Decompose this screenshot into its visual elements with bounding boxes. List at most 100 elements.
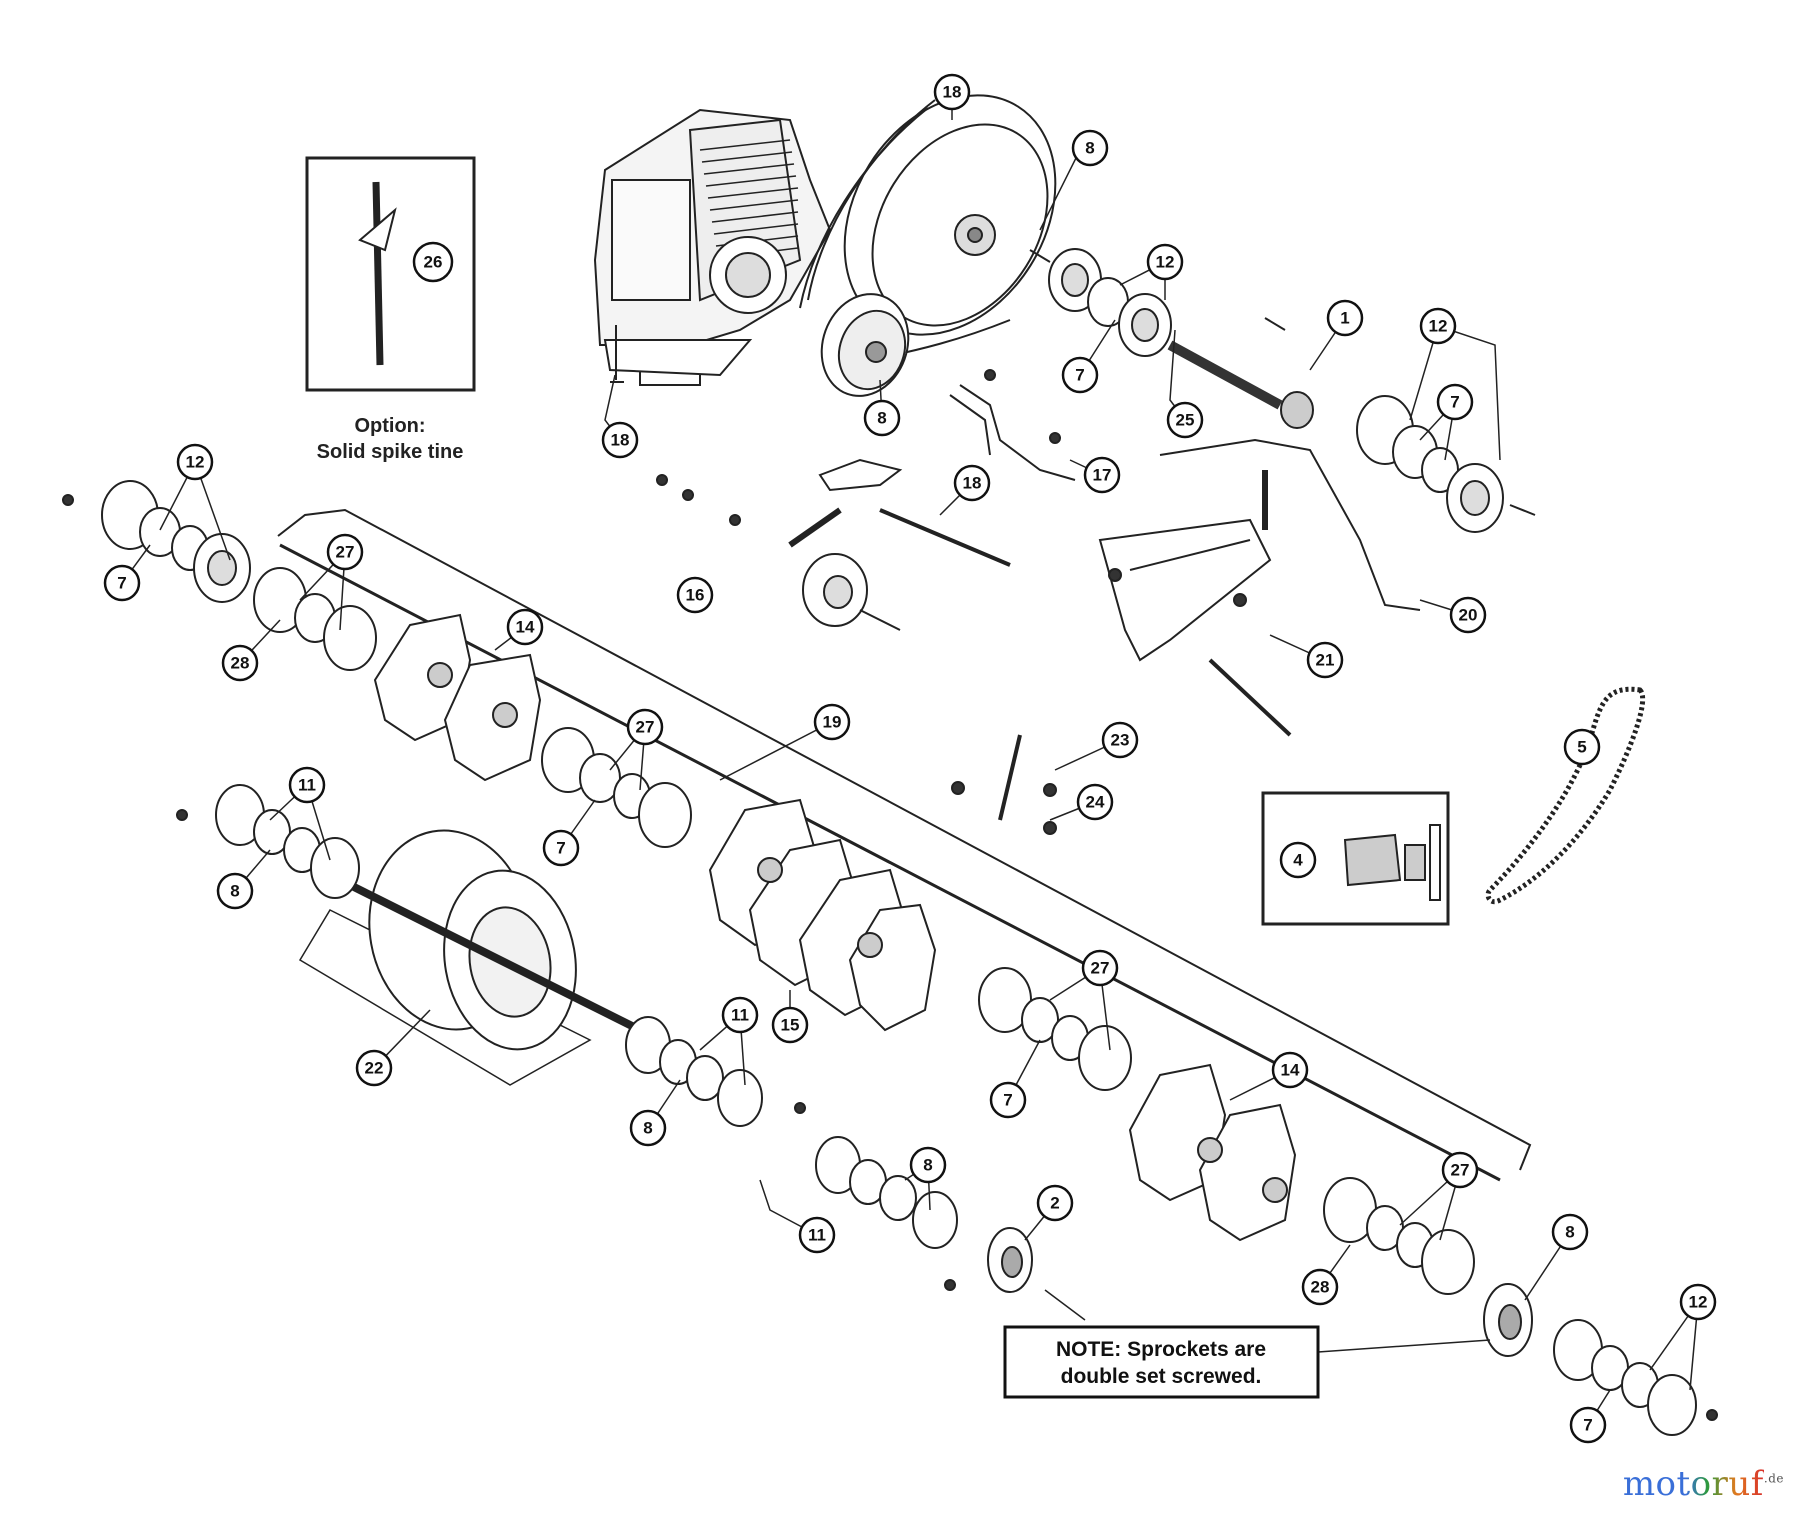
svg-text:Option:: Option: [354,415,425,437]
callout: 12 [1419,307,1457,345]
rod [1159,438,1421,611]
callout: 19 [813,703,851,741]
callout: 27 [1081,949,1119,987]
callout: 25 [1166,401,1204,439]
pin-assembly [951,734,1057,835]
sprocket-left [987,1227,1033,1293]
callout: 27 [626,708,664,746]
svg-text:8: 8 [230,882,239,901]
svg-text:5: 5 [1577,738,1586,757]
svg-text:27: 27 [1091,959,1110,978]
callout: 18 [601,421,639,459]
callout: 12 [1146,243,1184,281]
svg-text:27: 27 [636,718,655,737]
svg-text:12: 12 [1429,317,1448,336]
bracket [949,369,1076,481]
svg-text:4: 4 [1293,851,1303,870]
callout: 4 [1279,841,1317,879]
right-tine-assembly [978,967,1475,1295]
callout: 11 [721,996,759,1034]
callout: 14 [506,608,544,646]
callout: 8 [1551,1213,1589,1251]
svg-text:7: 7 [1075,366,1084,385]
svg-text:2: 2 [1050,1194,1059,1213]
watermark-suffix: .de [1763,1471,1784,1486]
callout: 18 [953,464,991,502]
callout: 11 [798,1216,836,1254]
note-box: NOTE: Sprockets are double set screwed. [1003,1325,1320,1399]
svg-text:14: 14 [516,618,535,637]
engine [593,108,832,386]
callout: 7 [103,564,141,602]
svg-text:24: 24 [1086,793,1105,812]
watermark-logo: motoruf [1622,1464,1764,1504]
lower-bearing-sets [625,1016,958,1291]
left-bearing-set [62,480,377,671]
callout: 24 [1076,783,1114,821]
callout: 15 [771,1006,809,1044]
callout: 26 [412,241,454,283]
callout: 7 [1061,356,1099,394]
svg-text:12: 12 [186,453,205,472]
tine-discs-upper [373,613,542,782]
svg-text:12: 12 [1689,1293,1708,1312]
svg-text:28: 28 [1311,1278,1330,1297]
svg-text:8: 8 [923,1156,932,1175]
svg-text:11: 11 [808,1226,826,1245]
engine-pulley [820,293,910,397]
svg-text:7: 7 [117,574,126,593]
upper-shaft-assembly [1029,248,1314,429]
svg-text:8: 8 [1565,1223,1574,1242]
callout: 21 [1306,641,1344,679]
callout: 20 [1449,596,1487,634]
drive-chain [1485,686,1646,905]
svg-text:28: 28 [231,654,250,673]
callout: 12 [176,443,214,481]
svg-text:15: 15 [781,1016,800,1035]
callout: 5 [1563,728,1601,766]
svg-text:Solid spike tine: Solid spike tine [317,441,464,463]
svg-text:21: 21 [1316,651,1335,670]
idler-assembly [656,458,1011,631]
svg-text:11: 11 [298,776,316,795]
callout: 22 [355,1049,393,1087]
callout: 23 [1101,721,1139,759]
callout: 7 [1436,383,1474,421]
tine-discs-center [708,798,937,1032]
watermark: motoruf.de [1623,1464,1784,1504]
svg-text:7: 7 [1450,393,1459,412]
svg-text:18: 18 [963,474,982,493]
svg-text:7: 7 [1003,1091,1012,1110]
svg-text:18: 18 [611,431,630,450]
svg-text:8: 8 [877,409,886,428]
main-pulley [799,94,1057,361]
callout: 28 [221,644,259,682]
svg-text:27: 27 [1451,1161,1470,1180]
callout: 28 [1301,1268,1339,1306]
callout: 16 [676,576,714,614]
callout: 2 [1036,1184,1074,1222]
callout: 27 [326,533,364,571]
svg-text:25: 25 [1176,411,1195,430]
svg-text:8: 8 [643,1119,652,1138]
callout: 11 [288,766,326,804]
callout: 8 [1071,129,1109,167]
svg-text:7: 7 [1583,1416,1592,1435]
svg-text:20: 20 [1459,606,1478,625]
callout: 27 [1441,1151,1479,1189]
svg-text:NOTE: Sprockets are: NOTE: Sprockets are [1056,1338,1266,1361]
svg-text:22: 22 [365,1059,384,1078]
svg-text:double set screwed.: double set screwed. [1061,1365,1262,1388]
svg-text:27: 27 [336,543,355,562]
svg-text:16: 16 [686,586,705,605]
svg-text:23: 23 [1111,731,1130,750]
svg-text:12: 12 [1156,253,1175,272]
callout: 14 [1271,1051,1309,1089]
option-caption: Option: Solid spike tine [317,415,464,463]
svg-text:17: 17 [1093,466,1112,485]
right-bearing-set [1356,395,1536,533]
callout: 8 [863,399,901,437]
tine-shaft-outline [277,508,1532,1171]
callout: 7 [989,1081,1027,1119]
